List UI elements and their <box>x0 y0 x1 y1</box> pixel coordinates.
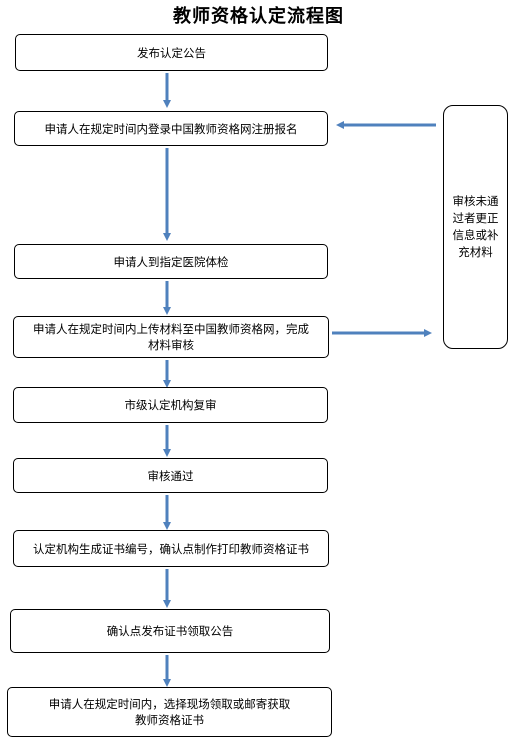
step-box-3: 申请人到指定医院体检 <box>14 244 328 279</box>
step-box-5: 市级认定机构复审 <box>13 387 328 423</box>
step-box-7: 认定机构生成证书编号，确认点制作打印教师资格证书 <box>13 530 329 567</box>
step-label-4-line2: 材料审核 <box>148 338 194 352</box>
step-label-9-line1: 申请人在规定时间内，选择现场领取或邮寄获取 <box>48 697 291 711</box>
step-box-6: 审核通过 <box>13 458 328 493</box>
step-label-5: 市级认定机构复审 <box>124 398 217 412</box>
chart-title: 教师资格认定流程图 <box>173 6 344 27</box>
step-label-4-line1: 申请人在规定时间内上传材料至中国教师资格网，完成 <box>33 322 309 336</box>
step-label-9-line2: 教师资格证书 <box>135 713 204 727</box>
step-box-2: 申请人在规定时间内登录中国教师资格网注册报名 <box>14 111 328 146</box>
step-box-8: 确认点发布证书领取公告 <box>10 609 330 653</box>
step-box-4: 申请人在规定时间内上传材料至中国教师资格网，完成 材料审核 <box>13 316 329 358</box>
side-note-text: 审核未通过者更正信息或补充材料 <box>452 194 499 259</box>
side-note-box: 审核未通过者更正信息或补充材料 <box>443 105 508 349</box>
step-label-8: 确认点发布证书领取公告 <box>106 624 234 638</box>
step-box-1: 发布认定公告 <box>15 34 328 71</box>
step-label-2: 申请人在规定时间内登录中国教师资格网注册报名 <box>44 121 298 136</box>
step-label-3: 申请人到指定医院体检 <box>113 254 229 269</box>
step-box-9: 申请人在规定时间内，选择现场领取或邮寄获取 教师资格证书 <box>7 687 332 737</box>
step-label-1: 发布认定公告 <box>137 45 206 60</box>
step-label-7: 认定机构生成证书编号，确认点制作打印教师资格证书 <box>33 541 309 556</box>
step-label-6: 审核通过 <box>147 468 194 483</box>
